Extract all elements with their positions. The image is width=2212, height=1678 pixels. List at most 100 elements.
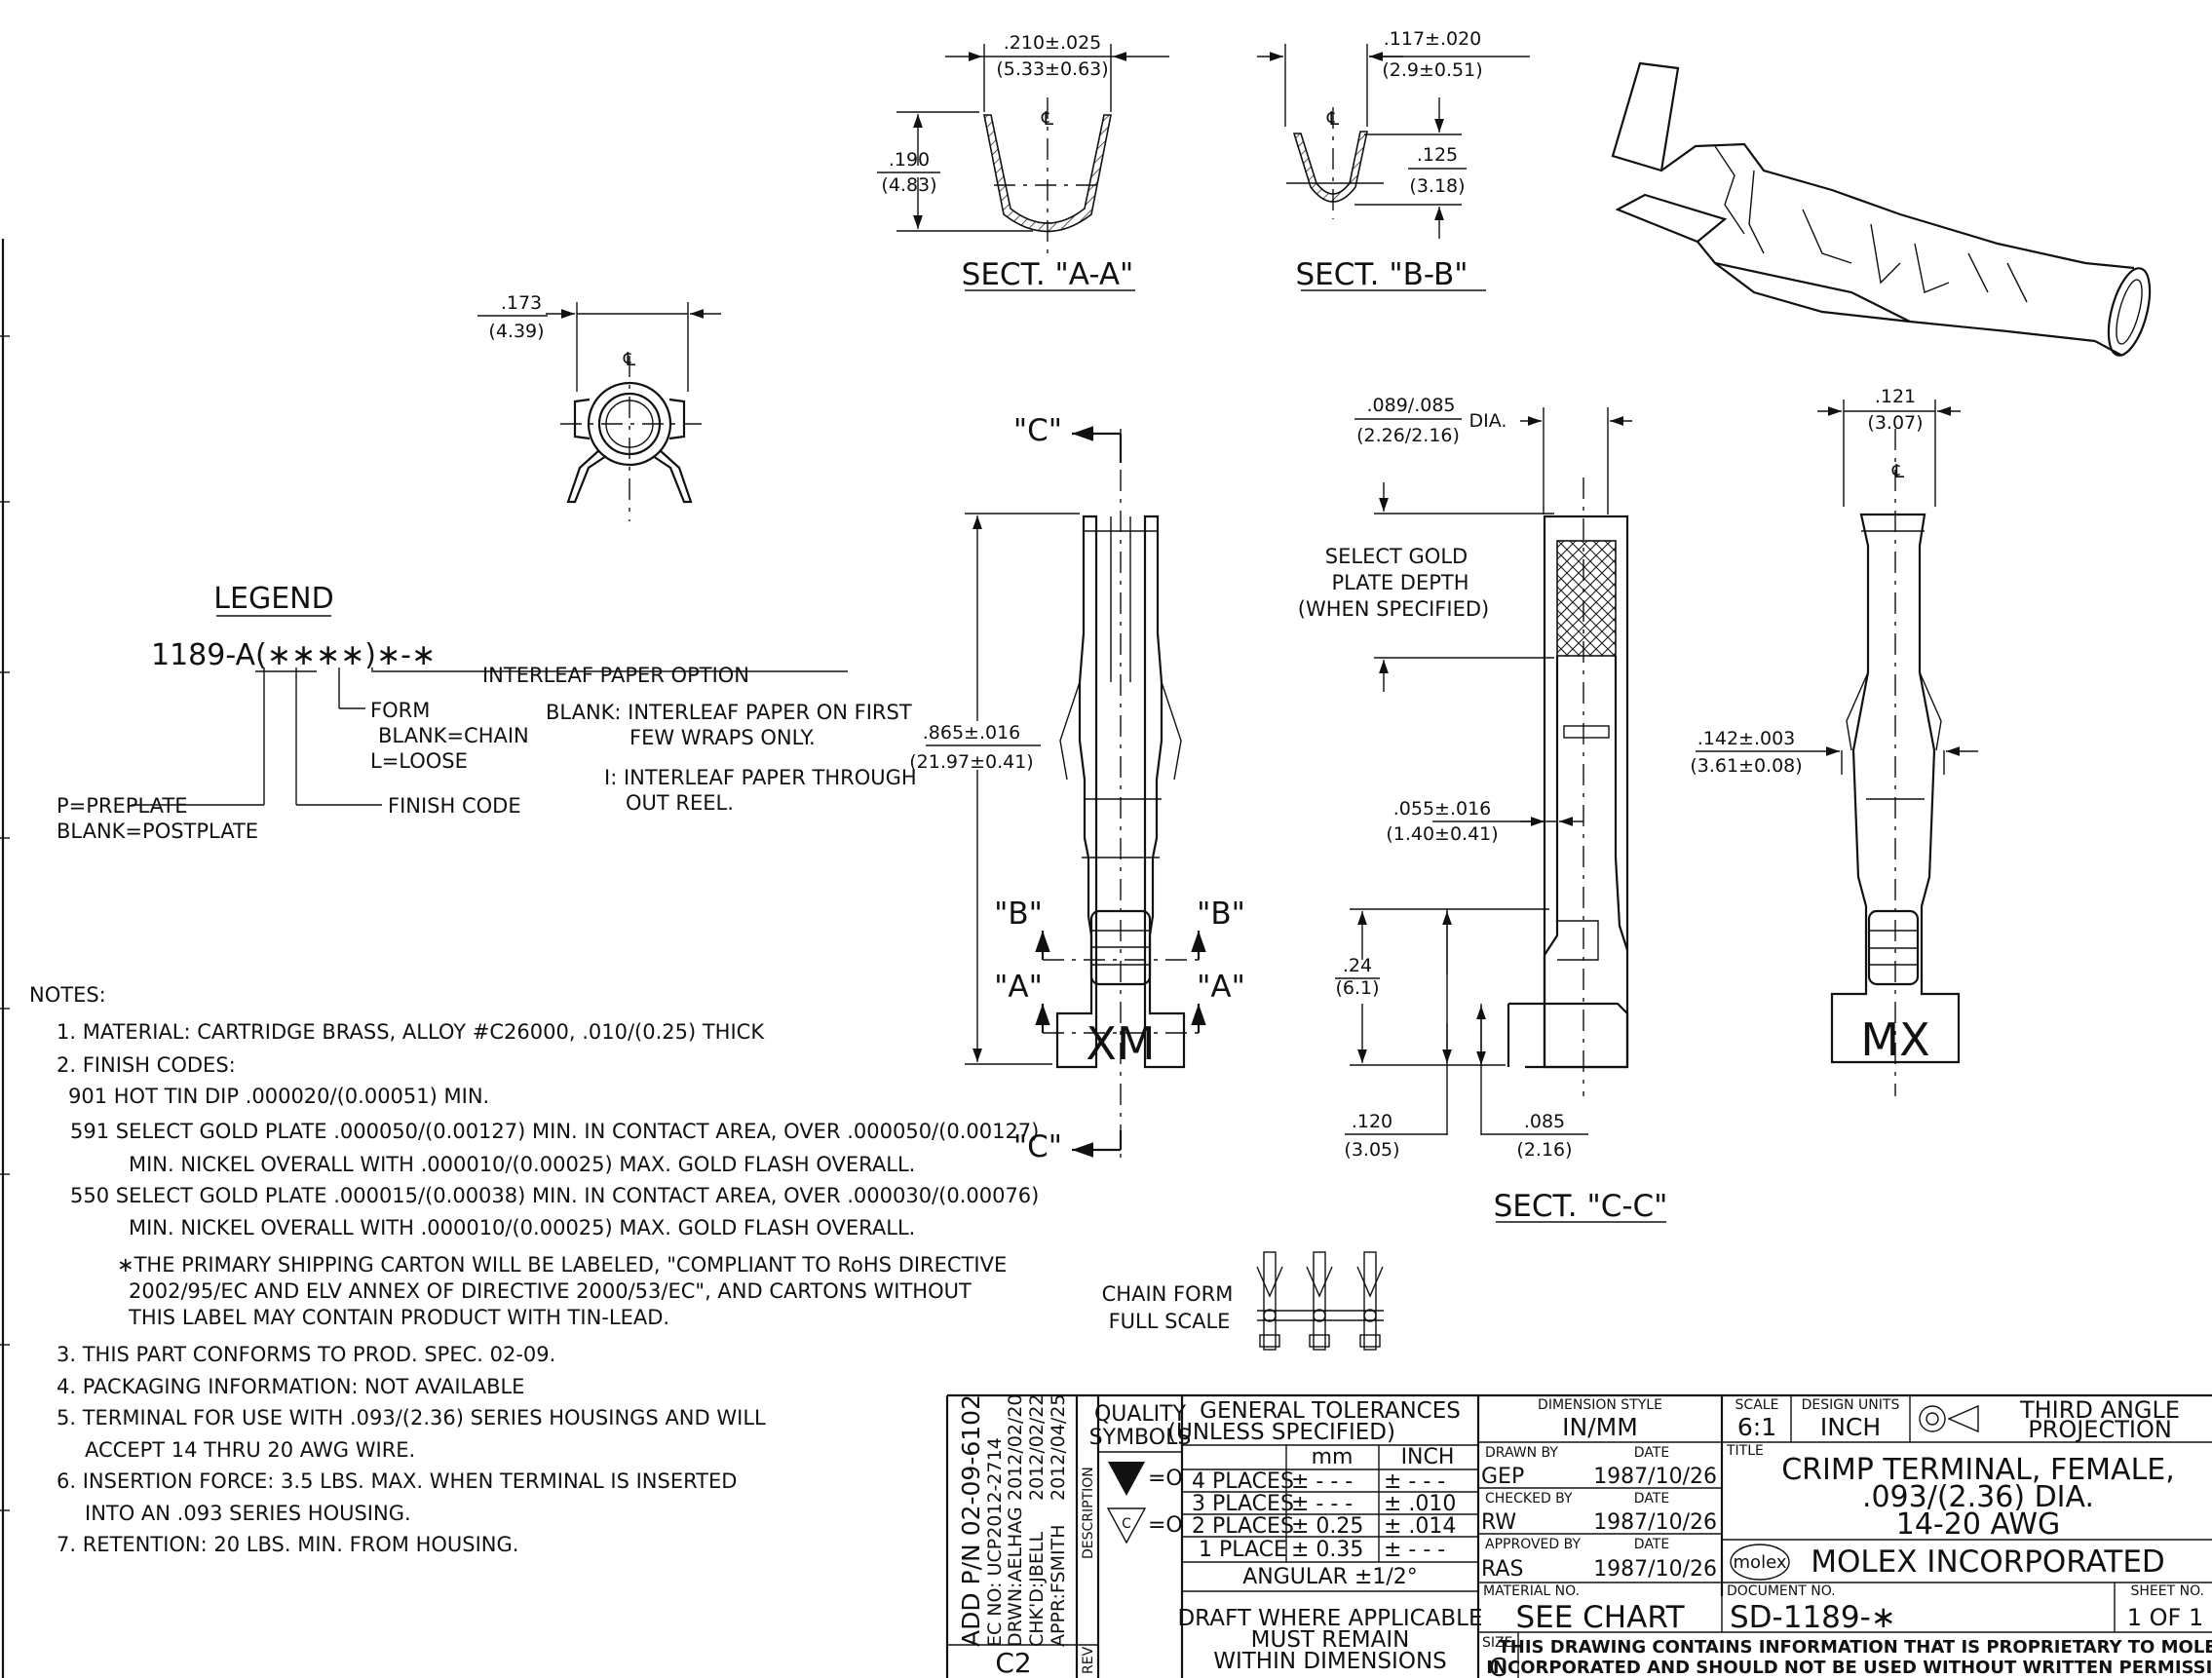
scale: 6:1 [1737, 1413, 1776, 1441]
tol-header-mm: mm [1312, 1445, 1354, 1469]
dim-style: IN/MM [1562, 1413, 1638, 1441]
rev-approved: APPR:FSMITH [1048, 1525, 1069, 1647]
molex-logo-text: molex [1734, 1552, 1787, 1573]
tol-header-inch: INCH [1401, 1445, 1455, 1469]
drawn-date-label: DATE [1634, 1445, 1669, 1461]
quality-symbols-2: SYMBOLS [1089, 1426, 1192, 1450]
aa-width-mm: (5.33±0.63) [996, 58, 1108, 80]
cc-24-in: .24 [1343, 955, 1372, 976]
finish-901: 901 HOT TIN DIP .000020/(0.00051) MIN. [68, 1085, 489, 1108]
bb-height-in: .125 [1417, 144, 1458, 166]
draft-3: WITHIN DIMENSIONS [1213, 1649, 1447, 1674]
legend-plate-2: BLANK=POSTPLATE [57, 820, 258, 843]
angular-tol: ANGULAR ±1/2° [1242, 1565, 1418, 1589]
side-mid-in: .142±.003 [1697, 728, 1796, 749]
cut-b-right: "B" [1197, 896, 1245, 932]
cc-dia-label: DIA. [1469, 410, 1507, 432]
isometric-view [1611, 61, 2152, 357]
tol-row-3-mm: ± 0.25 [1291, 1514, 1363, 1539]
scale-label: SCALE [1735, 1397, 1779, 1413]
tol-row-1-inch: ± - - - [1384, 1469, 1445, 1494]
note-5-line2: ACCEPT 14 THRU 20 AWG WIRE. [85, 1438, 415, 1462]
drawn-by: GEP [1481, 1465, 1524, 1489]
cc-055-mm: (1.40±0.41) [1386, 823, 1498, 845]
tol-row-4-label: 1 PLACE [1199, 1538, 1287, 1562]
front-length-in: .865±.016 [923, 722, 1021, 744]
rev-value: C2 [995, 1647, 1031, 1678]
approved-by-label: APPROVED BY [1485, 1537, 1581, 1552]
drawn-date: 1987/10/26 [1593, 1465, 1717, 1489]
front-view: XM "C" "C" "B" "B" "A" "A" .865±.016 (21… [909, 413, 1245, 1164]
notes-heading: NOTES: [29, 983, 106, 1007]
approved-by: RAS [1481, 1557, 1523, 1582]
tol-row-3-inch: ± .014 [1384, 1514, 1456, 1539]
chain-form-label-1: CHAIN FORM [1102, 1282, 1234, 1306]
cc-dia-in: .089/.085 [1366, 395, 1455, 416]
side-centerline: ℄ [1891, 461, 1905, 482]
rev-checked: CHK'D:JBELL [1026, 1532, 1048, 1647]
section-bb-view: .117±.020 (2.9±0.51) .125 (3.18) ℄ SECT.… [1257, 28, 1530, 292]
legend-plate-1: P=PREPLATE [57, 794, 187, 818]
legend-form-1: FORM [370, 699, 430, 722]
side-mid-mm: (3.61±0.08) [1690, 755, 1802, 777]
sheet-label: SHEET NO. [2131, 1583, 2204, 1599]
tol-row-1-mm: ± - - - [1291, 1469, 1353, 1494]
tol-row-3-label: 2 PLACES [1192, 1514, 1294, 1539]
approved-date-label: DATE [1634, 1537, 1669, 1552]
cut-b-left: "B" [994, 896, 1043, 932]
cc-055-in: .055±.016 [1393, 798, 1492, 820]
cc-24-mm: (6.1) [1335, 977, 1379, 999]
checked-date-label: DATE [1634, 1491, 1669, 1506]
end-width-mm: (4.39) [488, 321, 544, 342]
tol-row-4-mm: ± 0.35 [1291, 1538, 1363, 1562]
quality-eq-1: =O [1148, 1467, 1183, 1491]
gen-tol-1: GENERAL TOLERANCES [1200, 1398, 1461, 1424]
legend-form-2: BLANK=CHAIN [378, 724, 529, 747]
cc-gold-note-1: SELECT GOLD [1325, 545, 1468, 568]
note-4: 4. PACKAGING INFORMATION: NOT AVAILABLE [57, 1375, 524, 1398]
rohs-line1: ∗THE PRIMARY SHIPPING CARTON WILL BE LAB… [117, 1253, 1007, 1277]
legend-i-option-2: OUT REEL. [626, 791, 734, 815]
legend: LEGEND 1189-A(∗∗∗∗)∗-∗ INTERLEAF PAPER O… [57, 582, 917, 843]
note-6-line1: 6. INSERTION FORCE: 3.5 LBS. MAX. WHEN T… [57, 1469, 737, 1493]
checked-by: RW [1481, 1510, 1516, 1535]
draft-2: MUST REMAIN [1251, 1627, 1410, 1653]
part-title-1: CRIMP TERMINAL, FEMALE, [1781, 1453, 2175, 1487]
quality-symbols-1: QUALITY [1094, 1402, 1187, 1427]
title-label: TITLE [1726, 1443, 1764, 1459]
finish-550-line1: 550 SELECT GOLD PLATE .000015/(0.00038) … [70, 1184, 1039, 1207]
rohs-line3: THIS LABEL MAY CONTAIN PRODUCT WITH TIN-… [128, 1306, 669, 1329]
quality-c: C [1122, 1516, 1131, 1532]
material-label: MATERIAL NO. [1483, 1583, 1580, 1599]
cut-a-right: "A" [1197, 970, 1245, 1005]
aa-height-in: .190 [889, 149, 930, 171]
legend-part-number: 1189-A(∗∗∗∗)∗-∗ [151, 638, 436, 672]
bb-width-mm: (2.9±0.51) [1382, 59, 1482, 81]
end-centerline: ℄ [623, 349, 636, 370]
aa-width-in: .210±.025 [1004, 32, 1102, 54]
end-width-in: .173 [501, 292, 542, 314]
size-label: SIZE [1482, 1635, 1512, 1651]
side-top-mm: (3.07) [1867, 412, 1923, 434]
title-block: ADD P/N 02-09-6102 EC NO: UCP2012-2714 D… [945, 1393, 2212, 1678]
legend-title: LEGEND [213, 582, 333, 616]
document-label: DOCUMENT NO. [1727, 1583, 1836, 1599]
third-angle-projection-icon [1919, 1404, 1979, 1433]
proprietary-2: INCORPORATED AND SHOULD NOT BE USED WITH… [1486, 1658, 2212, 1678]
quality-triangle-filled-icon [1108, 1462, 1145, 1496]
checked-by-label: CHECKED BY [1485, 1491, 1573, 1506]
rev-label: REV [1081, 1646, 1096, 1674]
revision-block: ADD P/N 02-09-6102 [957, 1394, 985, 1647]
rev-ec-no: EC NO: UCP2012-2714 [984, 1437, 1006, 1647]
legend-finish: FINISH CODE [388, 794, 521, 818]
bb-width-in: .117±.020 [1384, 28, 1482, 50]
cut-c-top: "C" [1013, 413, 1062, 448]
sheet-number: 1 OF 1 [2127, 1604, 2204, 1631]
chain-form-view: CHAIN FORM FULL SCALE [1102, 1251, 1384, 1351]
legend-form-3: L=LOOSE [370, 749, 468, 773]
projection-1: THIRD ANGLE [2019, 1396, 2180, 1424]
legend-blank-option-2: FEW WRAPS ONLY. [629, 726, 816, 749]
tol-row-4-inch: ± - - - [1384, 1538, 1445, 1562]
size-value: C [1489, 1654, 1506, 1678]
